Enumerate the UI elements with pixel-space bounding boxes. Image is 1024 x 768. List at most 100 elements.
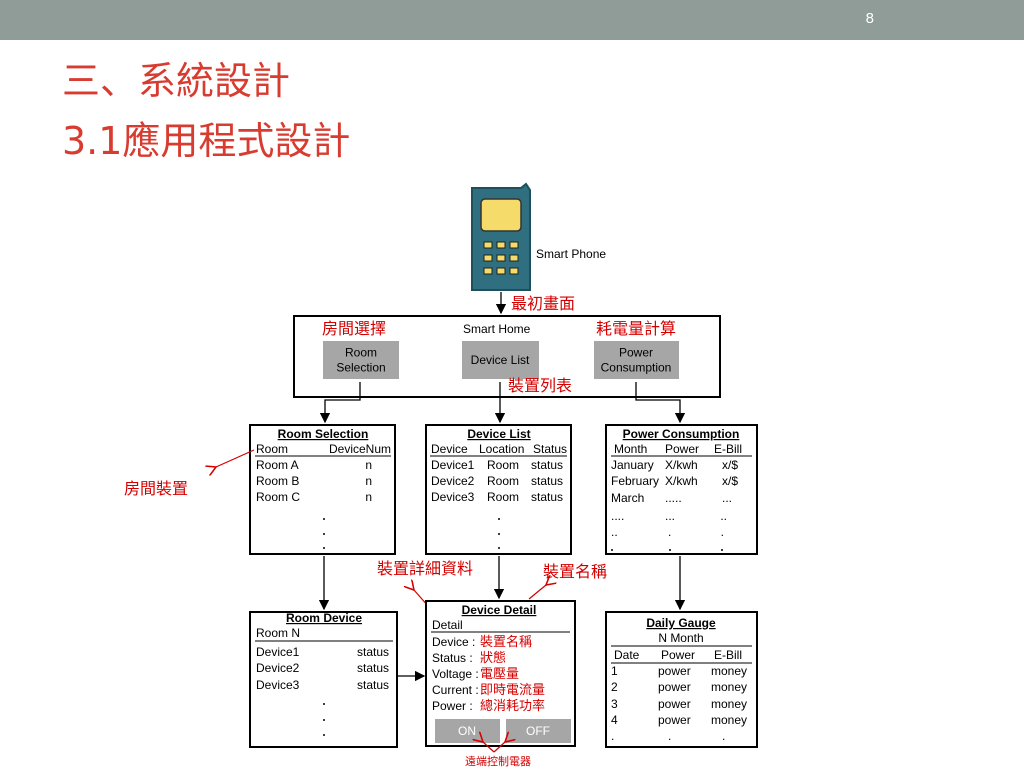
- slide-subtitle: 3.1應用程式設計: [62, 119, 351, 163]
- device-list-screen: [425, 424, 572, 555]
- device-detail-subheader: Detail: [432, 618, 463, 632]
- table-cell: .: [721, 525, 724, 539]
- daily-gauge-subheader: N Month: [658, 631, 703, 645]
- table-cell: Device1: [256, 645, 300, 659]
- table-cell: status: [357, 661, 389, 675]
- table-cell: Device2: [431, 474, 475, 488]
- table-cell: .: [611, 729, 614, 743]
- daily-gauge-title: Daily Gauge: [646, 616, 716, 630]
- device-detail-label: Voltage :: [432, 667, 479, 681]
- table-cell: X/kwh: [665, 474, 698, 488]
- table-cell: status: [357, 645, 389, 659]
- device-detail-value: 狀態: [480, 650, 506, 665]
- table-cell: February: [611, 474, 659, 488]
- phone-label: Smart Phone: [536, 247, 606, 261]
- table-cell: 3: [611, 697, 618, 711]
- table-cell: Room A: [256, 458, 299, 472]
- table-header: Date: [614, 648, 640, 662]
- table-header: Power: [665, 442, 699, 456]
- table-cell: Device2: [256, 661, 300, 675]
- table-cell: status: [531, 458, 563, 472]
- room-selection-button[interactable]: [323, 341, 399, 379]
- table-cell: money: [711, 680, 747, 694]
- table-cell: 1: [611, 664, 618, 678]
- smart-home-title: Smart Home: [463, 322, 531, 336]
- device-detail-label: Current :: [432, 683, 479, 697]
- device-list-button-label: Device List: [471, 353, 530, 367]
- table-header: Status: [533, 442, 567, 456]
- table-header: E-Bill: [714, 648, 742, 662]
- top-bar: 8: [0, 0, 1024, 40]
- room-device-title: Room Device: [286, 611, 362, 625]
- power-consumption-screen: [605, 424, 758, 555]
- table-header: Location: [479, 442, 524, 456]
- daily-gauge-screen: [605, 611, 758, 748]
- table-cell: Room: [487, 458, 519, 472]
- power-consumption-title: Power Consumption: [623, 427, 740, 441]
- annotation-device-name: 裝置名稱: [543, 563, 607, 581]
- off-button[interactable]: [506, 719, 571, 743]
- table-cell: ...: [665, 509, 675, 523]
- table-cell: March: [611, 491, 644, 505]
- power-consumption-button[interactable]: [594, 341, 679, 379]
- device-detail-value: 總消耗功率: [480, 698, 545, 713]
- table-cell: Room: [487, 490, 519, 504]
- table-cell: power: [658, 664, 691, 678]
- table-header: Power: [661, 648, 695, 662]
- table-cell: Device3: [431, 490, 475, 504]
- off-button-label: OFF: [526, 724, 550, 738]
- table-cell: ....: [611, 509, 624, 523]
- device-detail-title: Device Detail: [462, 603, 537, 617]
- table-cell: status: [357, 678, 389, 692]
- table-cell: January: [611, 458, 654, 472]
- device-detail-label: Status :: [432, 651, 473, 665]
- device-list-button[interactable]: [462, 341, 539, 379]
- device-detail-value: 電壓量: [480, 666, 519, 681]
- table-cell: Room: [487, 474, 519, 488]
- device-detail-value: 裝置名稱: [480, 634, 532, 649]
- table-cell: Room C: [256, 490, 300, 504]
- annotation-device-list: 裝置列表: [508, 377, 572, 395]
- table-cell: x/$: [722, 458, 738, 472]
- table-cell: n: [365, 490, 372, 504]
- table-cell: ...: [722, 491, 732, 505]
- table-cell: x/$: [722, 474, 738, 488]
- device-list-title: Device List: [467, 427, 530, 441]
- device-detail-label: Power :: [432, 699, 473, 713]
- table-cell: money: [711, 713, 747, 727]
- annotation-power-calc: 耗電量計算: [596, 319, 676, 338]
- on-button-label: ON: [458, 724, 476, 738]
- table-cell: .: [668, 729, 671, 743]
- slide-title: 三、系統設計: [62, 59, 291, 103]
- room-selection-header-room: Room: [256, 442, 288, 456]
- table-cell: .: [668, 525, 671, 539]
- annotation-remote-control: 遠端控制電器: [465, 754, 531, 768]
- table-cell: X/kwh: [665, 458, 698, 472]
- phone-icon: [471, 182, 531, 291]
- table-header: Month: [614, 442, 647, 456]
- table-cell: ..: [720, 509, 727, 523]
- table-cell: Device3: [256, 678, 300, 692]
- table-cell: power: [658, 697, 691, 711]
- table-cell: n: [365, 458, 372, 472]
- device-detail-label: Device :: [432, 635, 475, 649]
- table-cell: Device1: [431, 458, 475, 472]
- table-cell: Room B: [256, 474, 299, 488]
- table-cell: status: [531, 474, 563, 488]
- table-cell: power: [658, 680, 691, 694]
- table-cell: 4: [611, 713, 618, 727]
- on-button[interactable]: [435, 719, 500, 743]
- page-number: 8: [865, 10, 874, 27]
- table-cell: money: [711, 664, 747, 678]
- annotation-initial-screen: 最初畫面: [511, 295, 575, 313]
- table-cell: ..: [611, 525, 618, 539]
- table-cell: status: [531, 490, 563, 504]
- table-header: Device: [431, 442, 468, 456]
- room-device-screen: [249, 611, 398, 748]
- table-cell: 2: [611, 680, 618, 694]
- table-cell: money: [711, 697, 747, 711]
- annotation-room-devices: 房間裝置: [124, 480, 188, 498]
